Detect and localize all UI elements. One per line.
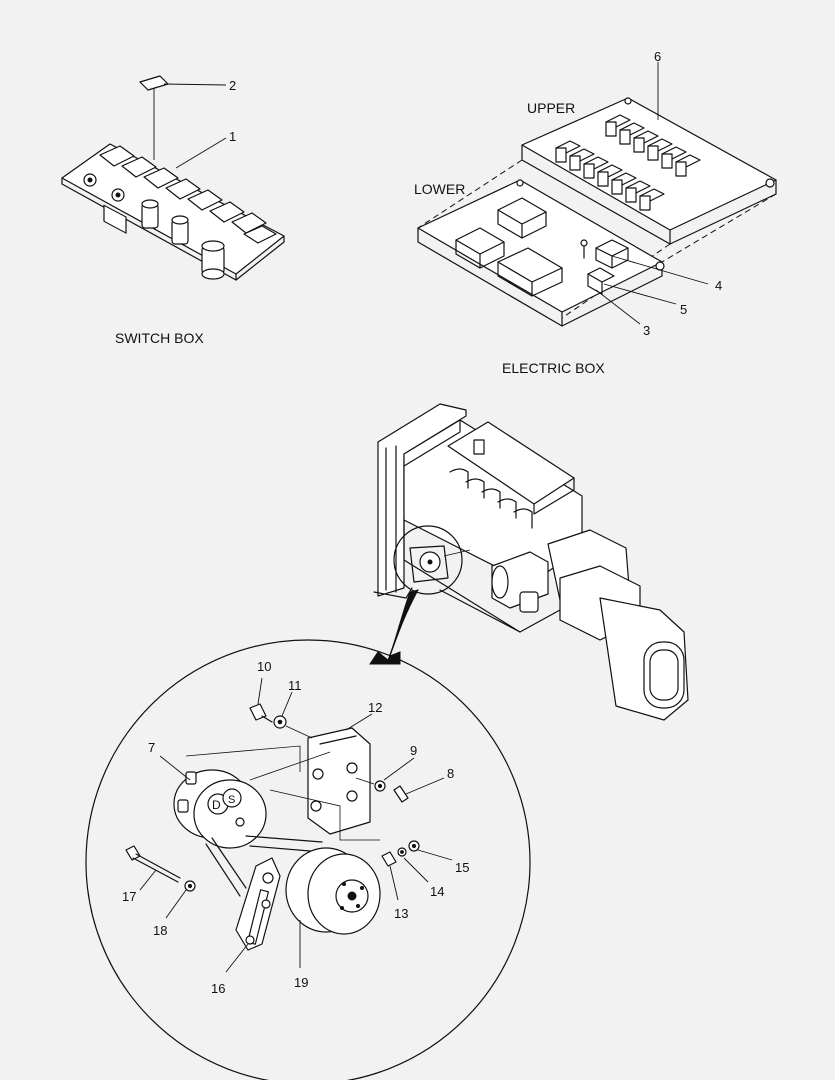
long-bolt <box>125 845 196 892</box>
callout-6: 6 <box>654 49 661 64</box>
lower-label: LOWER <box>414 181 465 197</box>
callout-9: 9 <box>410 743 417 758</box>
callout-5: 5 <box>680 302 687 317</box>
crank-pulley <box>285 847 381 935</box>
switch-panel-plate <box>61 143 285 275</box>
alternator: D S <box>173 769 267 849</box>
rocker-switches <box>99 145 277 244</box>
drive-belt <box>205 835 323 897</box>
zoom-arrow <box>369 589 419 665</box>
electric-box-caption: ELECTRIC BOX <box>502 360 605 376</box>
switch-knobs <box>83 173 225 280</box>
callout-11: 11 <box>288 678 302 693</box>
label-plate <box>139 75 169 91</box>
callout-4: 4 <box>715 278 722 293</box>
adjusting-bracket <box>235 857 281 951</box>
callout-17: 17 <box>122 889 136 904</box>
callout-15: 15 <box>455 860 469 875</box>
relay-bank <box>555 114 701 211</box>
callout-3: 3 <box>643 323 650 338</box>
alternator-detail: D S <box>85 639 531 1080</box>
upper-tray <box>521 97 777 245</box>
callout-19: 19 <box>294 975 308 990</box>
callout-12: 12 <box>368 700 382 715</box>
engine-assembly <box>369 403 689 721</box>
callout-14: 14 <box>430 884 444 899</box>
callout-16: 16 <box>211 981 225 996</box>
bracket <box>307 727 371 835</box>
callout-8: 8 <box>447 766 454 781</box>
bolt-8 <box>393 785 409 803</box>
intake-runners <box>449 468 533 529</box>
detail-locator-circle <box>393 525 463 595</box>
callout-18: 18 <box>153 923 167 938</box>
callout-13: 13 <box>394 906 408 921</box>
switch-box-caption: SWITCH BOX <box>115 330 204 346</box>
callout-1: 1 <box>229 129 236 144</box>
alternator-s-mark: S <box>228 794 235 806</box>
detail-circle <box>85 639 531 1080</box>
upper-label: UPPER <box>527 100 575 116</box>
callout-7: 7 <box>148 740 155 755</box>
callout-10: 10 <box>257 659 271 674</box>
alternator-d-mark: D <box>212 798 221 812</box>
callout-2: 2 <box>229 78 236 93</box>
bolt-13 <box>381 851 397 867</box>
switch-box-assembly: 2 1 SWITCH BOX <box>61 75 285 346</box>
electric-box-assembly: 6 4 5 3 UPPER LOWER ELECTRIC BOX <box>414 49 777 376</box>
